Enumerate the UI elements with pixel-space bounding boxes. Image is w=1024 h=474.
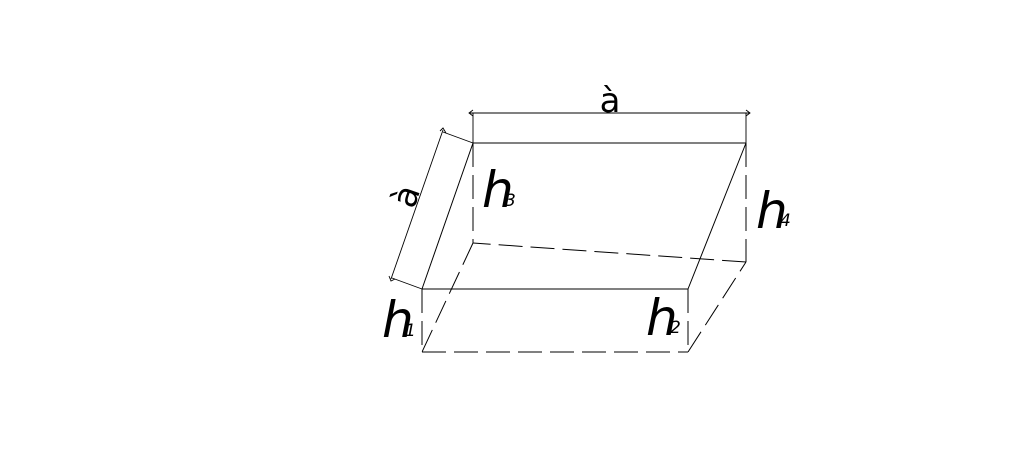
top-dimension: à: [468, 81, 751, 143]
height-label-h1: h 1: [382, 291, 416, 349]
height-label-h4: h 4: [756, 182, 791, 240]
height-label-h4-letter: h: [756, 182, 788, 240]
top-right-edge: [687, 142, 747, 290]
left-dimension-tick-top: [439, 127, 447, 134]
left-dimension-extension-top: [442, 131, 474, 144]
left-dimension-line: [390, 129, 444, 280]
left-dimension-tick-bottom: [388, 275, 396, 282]
height-label-h4-subscript: 4: [780, 211, 791, 231]
top-dimension-tick-right: [745, 109, 751, 117]
height-label-h3-subscript: 3: [505, 191, 516, 211]
top-dimension-tick-left: [468, 109, 474, 117]
left-dimension-extension-bottom: [391, 277, 423, 290]
height-label-h3: h 3: [482, 161, 516, 219]
height-label-h3-letter: h: [482, 161, 514, 219]
bottom-back-edge: [472, 242, 747, 263]
height-label-h1-letter: h: [382, 291, 414, 349]
top-left-edge: [421, 142, 474, 290]
bottom-left-edge: [421, 242, 474, 353]
top-dimension-label: à: [600, 81, 621, 121]
left-dimension-label: à: [384, 180, 429, 213]
height-label-h2: h 2: [646, 289, 681, 347]
left-dimension: à: [384, 127, 474, 290]
height-label-h2-subscript: 2: [670, 318, 681, 338]
height-label-h2-letter: h: [646, 289, 678, 347]
height-label-h1-subscript: 1: [405, 321, 416, 341]
bottom-right-edge: [687, 261, 747, 353]
